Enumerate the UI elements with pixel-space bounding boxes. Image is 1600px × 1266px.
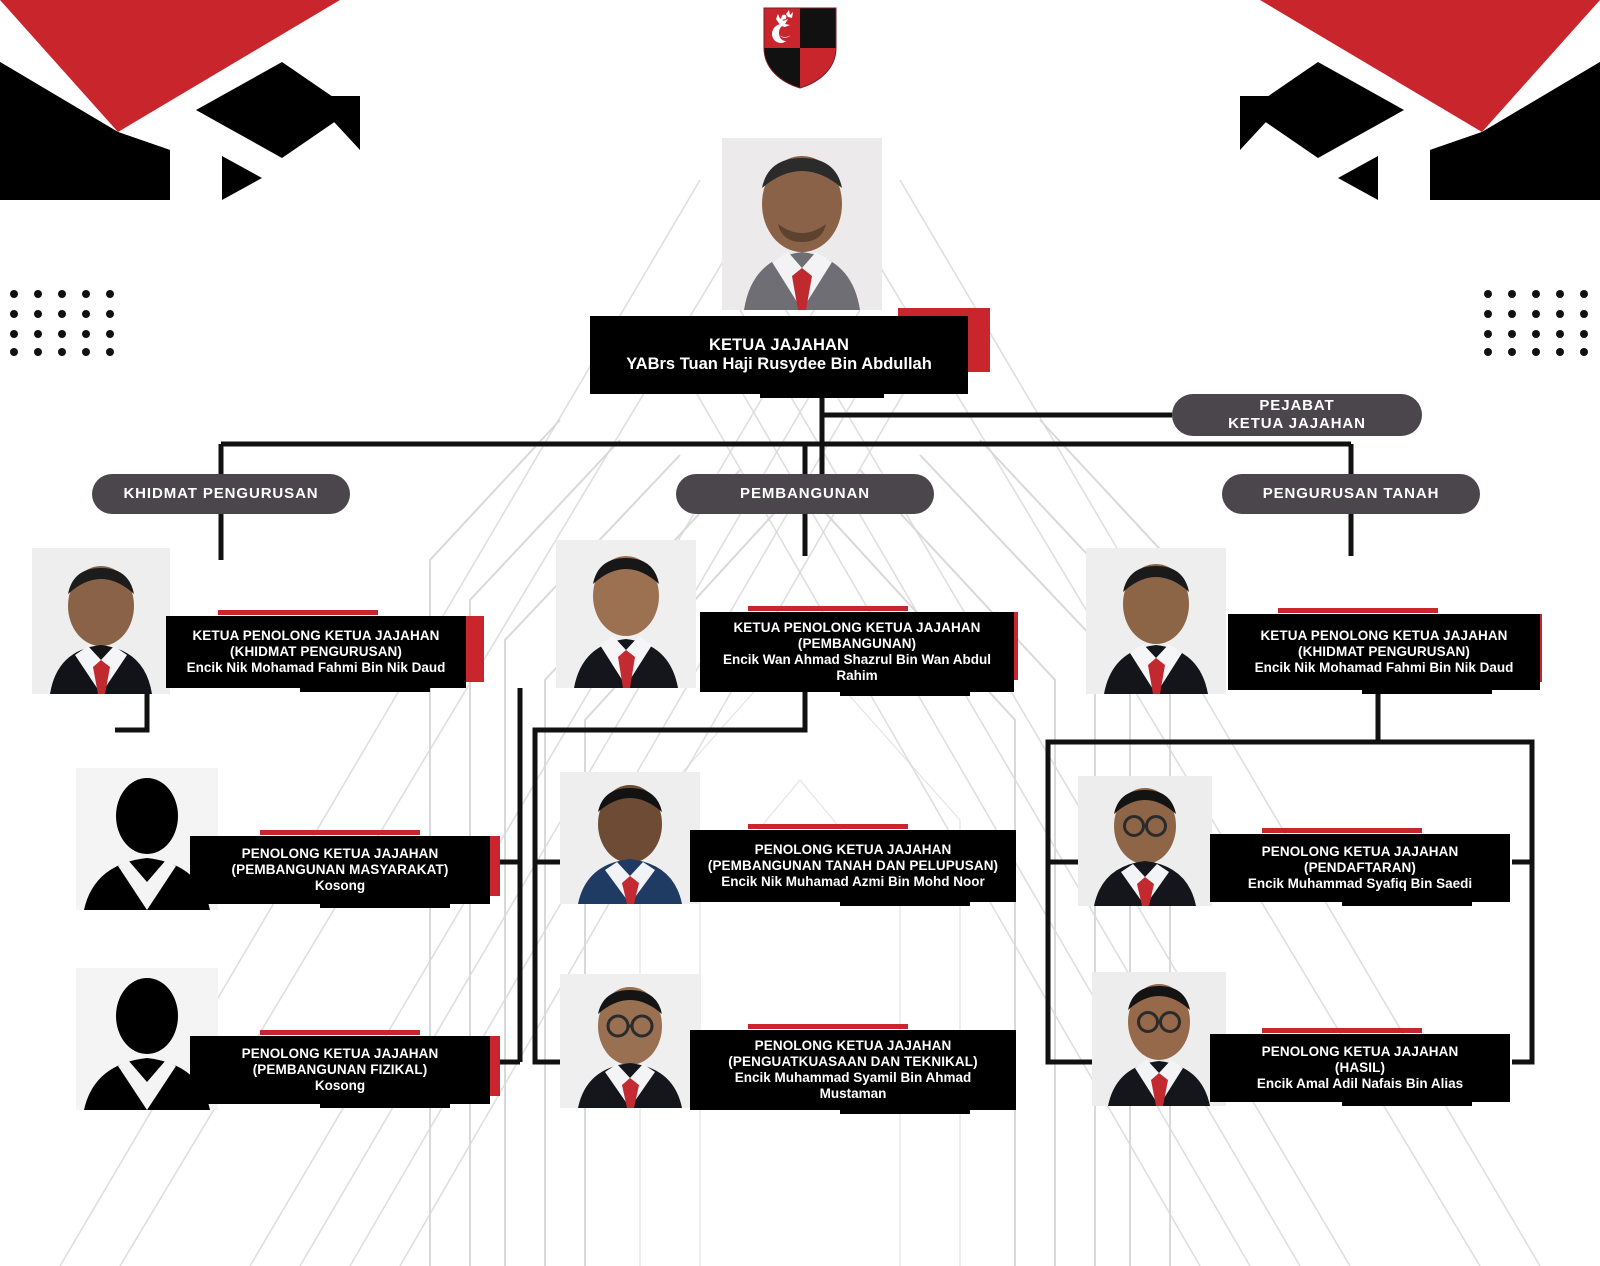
photo-muhammad-syafiq bbox=[1078, 776, 1212, 906]
division-label: PENGURUSAN TANAH bbox=[1262, 485, 1440, 502]
rule-red-a2 bbox=[260, 830, 420, 835]
red-triangle-shape bbox=[0, 0, 340, 132]
photo-wan-ahmad-shazrul bbox=[556, 540, 696, 688]
rule-black-a2 bbox=[320, 904, 450, 908]
division-label: PEMBANGUNAN bbox=[740, 485, 870, 502]
card-title: PENOLONG KETUA JAJAHAN bbox=[241, 846, 439, 862]
card-ketua-penolong-pembangunan[interactable]: KETUA PENOLONG KETUA JAJAHAN (PEMBANGUNA… bbox=[700, 612, 1014, 692]
rule-black-ketua bbox=[760, 394, 884, 398]
dot-grid-left bbox=[10, 290, 114, 356]
card-unit: (KHIDMAT PENGURUSAN) bbox=[1298, 644, 1470, 660]
black-triangle-left bbox=[1318, 62, 1404, 158]
rule-red-c3 bbox=[1262, 1028, 1422, 1033]
rule-black-c1 bbox=[1362, 690, 1492, 694]
black-triangle-small-b bbox=[222, 156, 262, 200]
card-title: KETUA PENOLONG KETUA JAJAHAN bbox=[1260, 628, 1508, 644]
card-penolong-pembangunan-tanah-dan-pelupusan[interactable]: PENOLONG KETUA JAJAHAN (PEMBANGUNAN TANA… bbox=[690, 830, 1016, 902]
card-penolong-penguatkuasaan-dan-teknikal[interactable]: PENOLONG KETUA JAJAHAN (PENGUATKUASAAN D… bbox=[690, 1030, 1016, 1110]
card-penolong-pembangunan-fizikal[interactable]: PENOLONG KETUA JAJAHAN (PEMBANGUNAN FIZI… bbox=[190, 1036, 490, 1104]
corner-decoration-top-right bbox=[1240, 0, 1600, 200]
rule-red-c2 bbox=[1262, 828, 1422, 833]
rule-black-b2 bbox=[840, 902, 970, 906]
pill-division-pembangunan[interactable]: PEMBANGUNAN bbox=[676, 474, 934, 514]
photo-nik-mohamad-fahmi-2 bbox=[1086, 548, 1226, 694]
card-unit: (PEMBANGUNAN MASYARAKAT) bbox=[231, 862, 449, 878]
black-triangle-right bbox=[1248, 62, 1318, 158]
rule-black-c3 bbox=[1342, 1102, 1472, 1106]
red-triangle-shape bbox=[1260, 0, 1600, 132]
card-person-name: Encik Nik Muhamad Azmi Bin Mohd Noor bbox=[721, 873, 985, 889]
card-penolong-hasil[interactable]: PENOLONG KETUA JAJAHAN (HASIL) Encik Ama… bbox=[1210, 1034, 1510, 1102]
card-penolong-pembangunan-masyarakat[interactable]: PENOLONG KETUA JAJAHAN (PEMBANGUNAN MASY… bbox=[190, 836, 490, 904]
pill-pejabat-ketua-jajahan[interactable]: PEJABAT KETUA JAJAHAN bbox=[1172, 394, 1422, 436]
rule-red-b2 bbox=[748, 824, 908, 829]
division-label: KHIDMAT PENGURUSAN bbox=[123, 485, 319, 502]
card-title: KETUA JAJAHAN bbox=[708, 335, 850, 354]
card-ketua-penolong-khidmat-pengurusan[interactable]: KETUA PENOLONG KETUA JAJAHAN (KHIDMAT PE… bbox=[166, 616, 466, 688]
rule-red-b1 bbox=[748, 606, 908, 611]
pill-division-khidmat-pengurusan[interactable]: KHIDMAT PENGURUSAN bbox=[92, 474, 350, 514]
card-person-name: Kosong bbox=[314, 1077, 366, 1093]
card-unit: (PEMBANGUNAN TANAH DAN PELUPUSAN) bbox=[707, 858, 999, 874]
card-unit: (PEMBANGUNAN FIZIKAL) bbox=[252, 1062, 428, 1078]
corner-decoration-top-left bbox=[0, 0, 360, 200]
card-title: PENOLONG KETUA JAJAHAN bbox=[754, 1038, 952, 1054]
card-unit: (HASIL) bbox=[1334, 1060, 1386, 1076]
card-ketua-penolong-khidmat-pengurusan-2[interactable]: KETUA PENOLONG KETUA JAJAHAN (KHIDMAT PE… bbox=[1228, 614, 1540, 690]
pill-division-pengurusan-tanah[interactable]: PENGURUSAN TANAH bbox=[1222, 474, 1480, 514]
card-person-name: Encik Nik Mohamad Fahmi Bin Nik Daud bbox=[186, 659, 446, 675]
rule-red-c1 bbox=[1278, 608, 1438, 613]
card-unit: (PENDAFTARAN) bbox=[1303, 860, 1417, 876]
rule-red-a3 bbox=[260, 1030, 420, 1035]
photo-nik-mohamad-fahmi bbox=[32, 548, 170, 694]
black-wedge-shape bbox=[0, 62, 170, 200]
rule-black-a3 bbox=[320, 1104, 450, 1108]
card-person-name: Encik Amal Adil Nafais Bin Alias bbox=[1256, 1075, 1464, 1091]
rule-black-c2 bbox=[1342, 902, 1472, 906]
card-person-name: Encik Muhammad Syamil Bin Ahmad Mustaman bbox=[734, 1070, 972, 1101]
photo-ketua-jajahan bbox=[722, 138, 882, 310]
black-triangle-small-a bbox=[1240, 96, 1290, 150]
card-title: PENOLONG KETUA JAJAHAN bbox=[241, 1046, 439, 1062]
kelantan-crest-icon bbox=[763, 7, 837, 89]
card-person-name: Encik Muhammad Syafiq Bin Saedi bbox=[1247, 875, 1473, 891]
black-triangle-right bbox=[282, 62, 352, 158]
black-triangle-left bbox=[196, 62, 282, 158]
rule-black-a1 bbox=[300, 688, 430, 692]
card-ketua-jajahan[interactable]: KETUA JAJAHAN YABrs Tuan Haji Rusydee Bi… bbox=[590, 316, 968, 394]
rule-black-b3 bbox=[840, 1110, 970, 1114]
photo-nik-muhamad-azmi bbox=[560, 772, 700, 904]
rule-black-b1 bbox=[840, 692, 970, 696]
card-unit: (KHIDMAT PENGURUSAN) bbox=[230, 644, 402, 660]
card-person-name: YABrs Tuan Haji Rusydee Bin Abdullah bbox=[626, 355, 932, 373]
card-penolong-pendaftaran[interactable]: PENOLONG KETUA JAJAHAN (PENDAFTARAN) Enc… bbox=[1210, 834, 1510, 902]
card-title: KETUA PENOLONG KETUA JAJAHAN bbox=[192, 628, 440, 644]
photo-amal-adil-nafais bbox=[1092, 972, 1226, 1106]
card-title: PENOLONG KETUA JAJAHAN bbox=[754, 842, 952, 858]
dot-grid-right bbox=[1484, 290, 1588, 356]
card-title: PENOLONG KETUA JAJAHAN bbox=[1261, 844, 1459, 860]
pejabat-line-2: KETUA JAJAHAN bbox=[1228, 415, 1366, 432]
card-title: KETUA PENOLONG KETUA JAJAHAN bbox=[733, 620, 981, 636]
card-title: PENOLONG KETUA JAJAHAN bbox=[1261, 1044, 1459, 1060]
crescent-and-kris-emblem bbox=[772, 10, 793, 43]
card-person-name: Encik Nik Mohamad Fahmi Bin Nik Daud bbox=[1254, 659, 1514, 675]
black-wedge-shape bbox=[1430, 62, 1600, 200]
card-unit: (PEMBANGUNAN) bbox=[797, 636, 917, 652]
card-person-name: Kosong bbox=[314, 877, 366, 893]
black-triangle-small-a bbox=[310, 96, 360, 150]
pejabat-line-1: PEJABAT bbox=[1259, 397, 1335, 414]
photo-muhammad-syamil bbox=[560, 974, 700, 1108]
rule-red-a1 bbox=[218, 610, 378, 615]
card-person-name: Encik Wan Ahmad Shazrul Bin Wan Abdul Ra… bbox=[722, 652, 991, 683]
rule-red-b3 bbox=[748, 1024, 908, 1029]
card-unit: (PENGUATKUASAAN DAN TEKNIKAL) bbox=[728, 1054, 978, 1070]
black-triangle-small-b bbox=[1338, 156, 1378, 200]
